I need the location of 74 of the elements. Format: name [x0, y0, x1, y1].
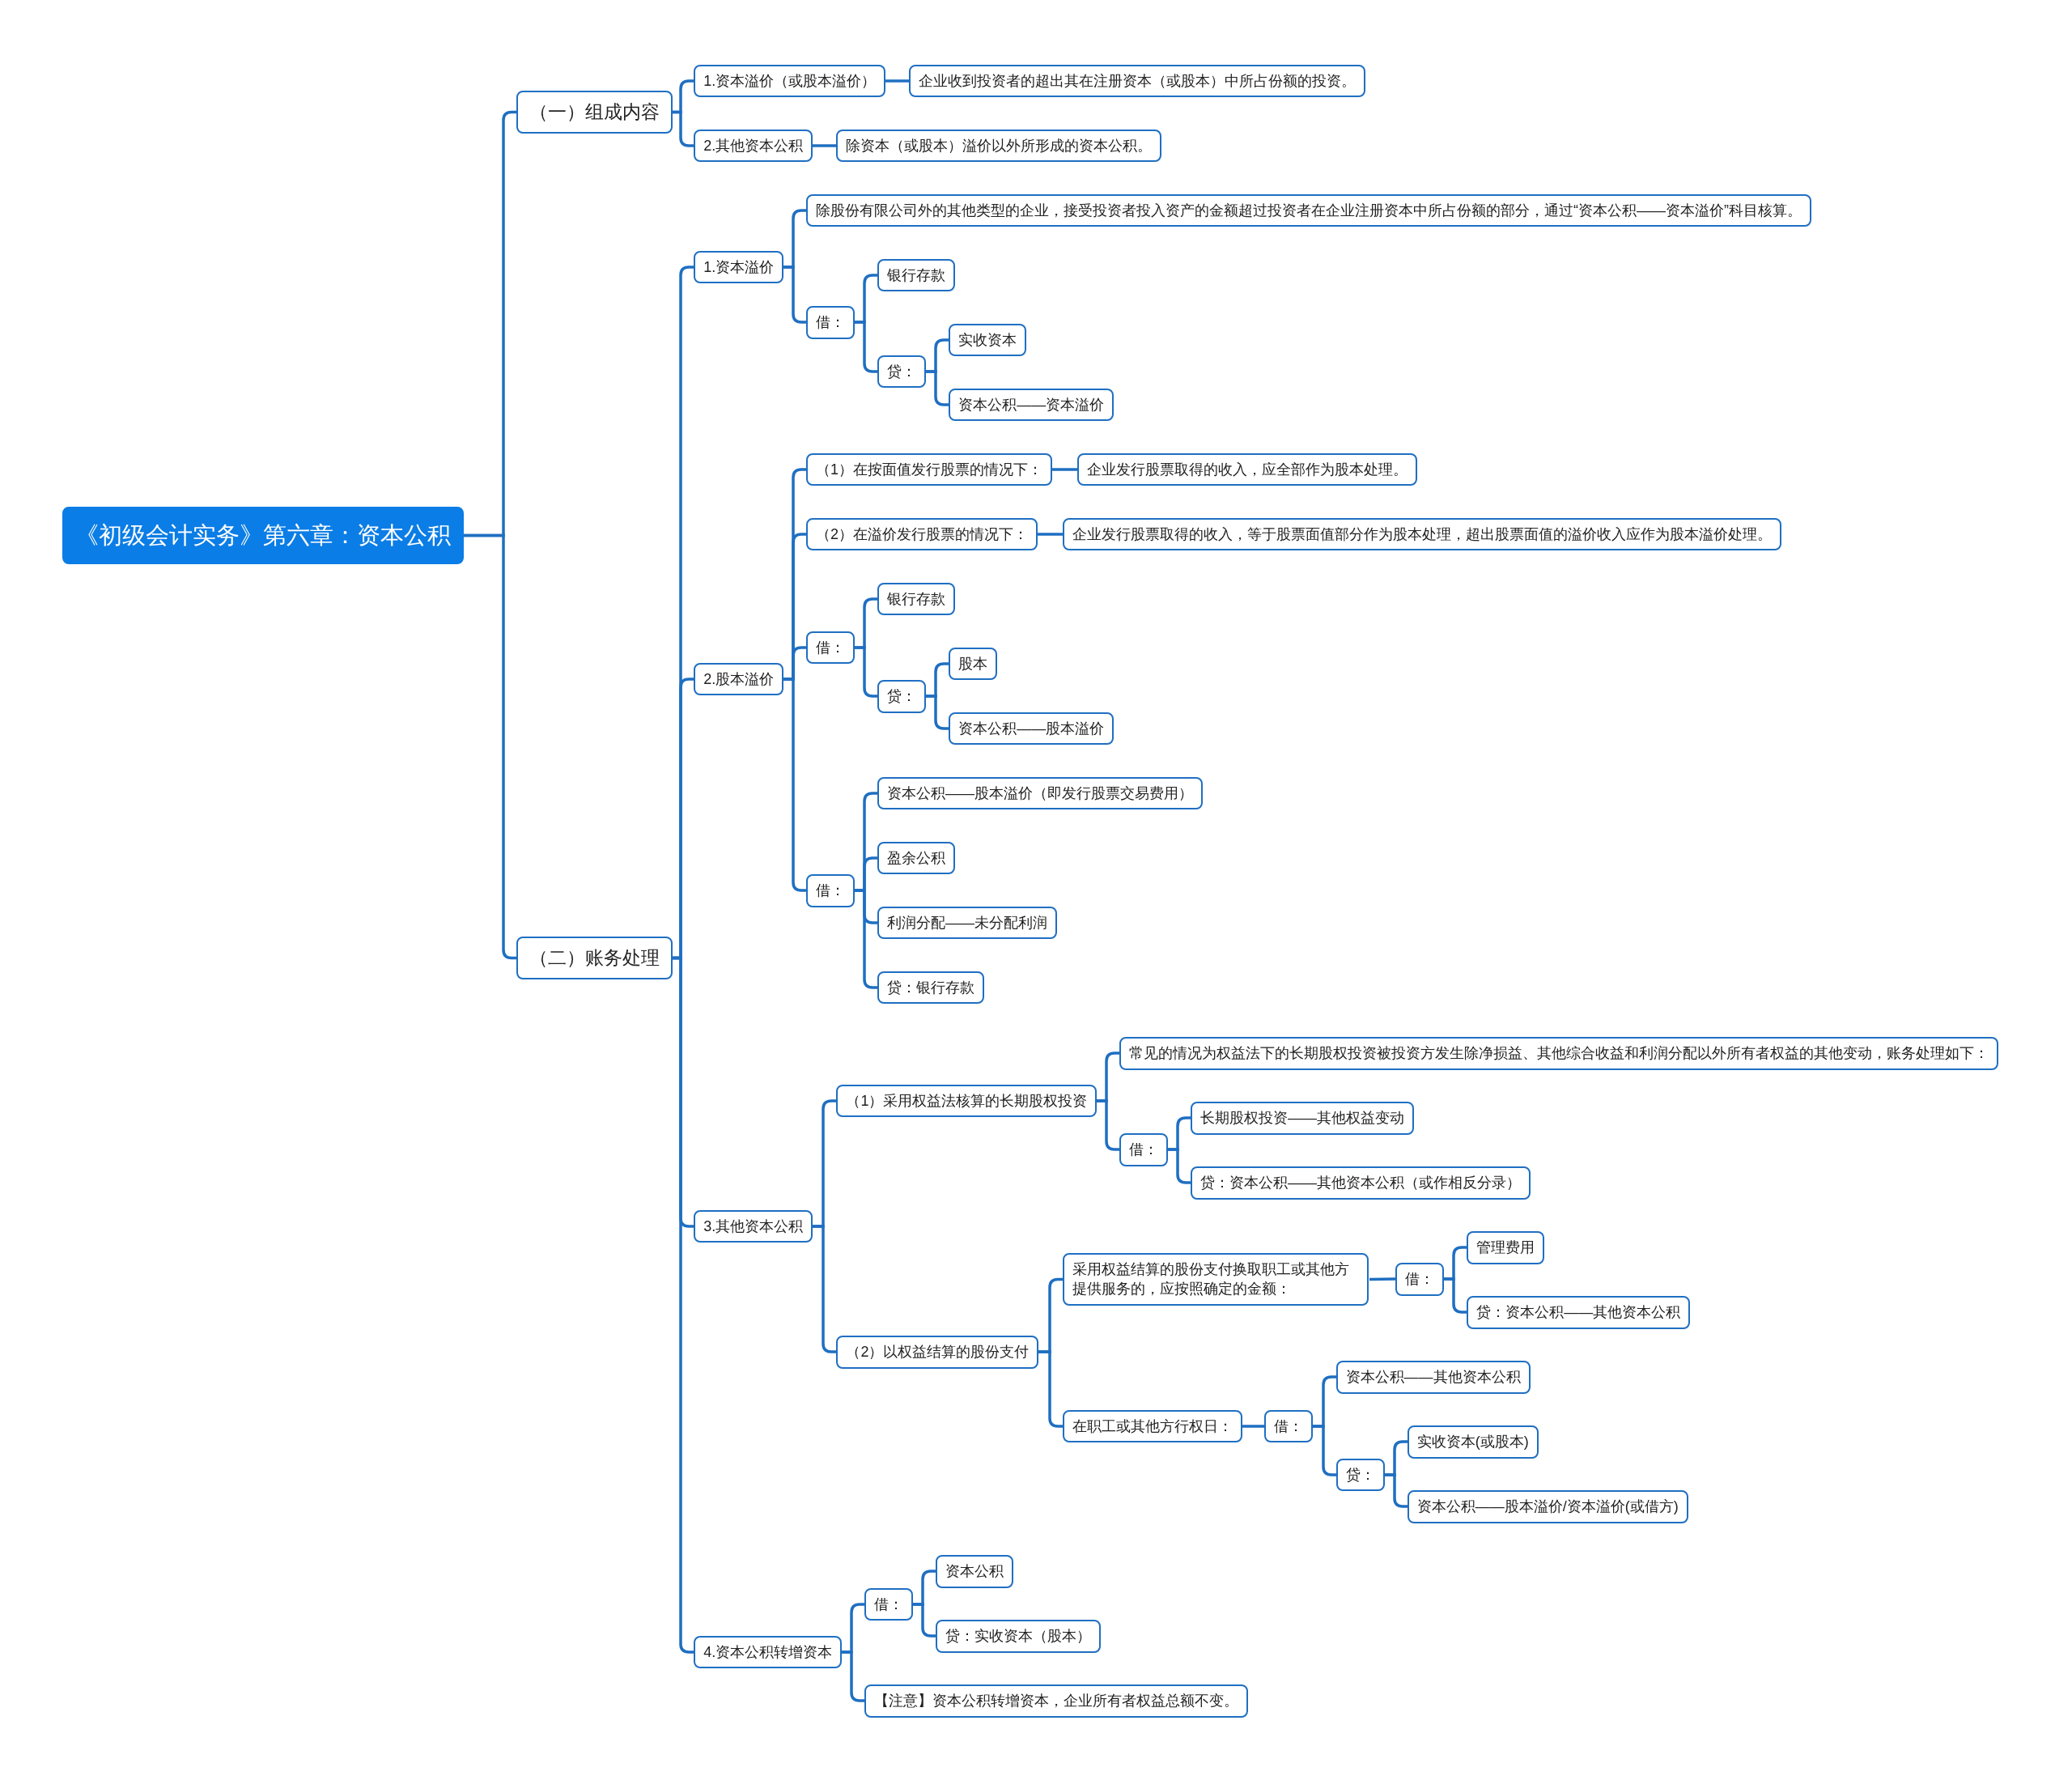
topic-box: 1.资本溢价（或股本溢价）: [694, 64, 886, 97]
connector-line: [1038, 1350, 1063, 1428]
topic-box: 资本公积: [935, 1555, 1013, 1588]
connector-line: [783, 266, 806, 324]
connector-line: [885, 79, 909, 83]
topic-box: （二）账务处理: [516, 937, 673, 980]
connector-line: [1369, 1277, 1396, 1281]
topic-box: 资本公积——其他资本公积: [1335, 1361, 1531, 1394]
connector-line: [813, 1225, 836, 1353]
topic-box: 资本公积——股本溢价（即发行股票交易费用）: [877, 776, 1204, 809]
topic-box: 盈余公积: [877, 841, 956, 874]
topic-box: 在职工或其他方行权日：: [1062, 1409, 1242, 1442]
topic-box: 2.股本溢价: [694, 663, 784, 696]
topic-box: 实收资本(或股本): [1407, 1425, 1539, 1459]
topic-box: 除股份有限公司外的其他类型的企业，接受投资者投入资产的金额超过投资者在企业注册资本中所占份额的部分，通过“资本公积——资本溢价”科目核算。: [805, 193, 1811, 227]
connector-line: [926, 370, 949, 406]
topic-box: 借：: [805, 631, 855, 665]
connector-line: [673, 110, 694, 147]
connector-line: [855, 321, 877, 373]
topic-box: 贷：: [877, 355, 927, 389]
topic-box: 采用权益结算的股份支付换取职工或其他方提供服务的，应按照确定的金额：: [1062, 1252, 1369, 1306]
connector-line: [1038, 533, 1063, 536]
topic-box: （一）组成内容: [516, 91, 673, 134]
topic-box: 借：: [1264, 1409, 1314, 1442]
topic-box: （1）采用权益法核算的长期股权投资: [836, 1085, 1098, 1118]
connector-line: [1052, 468, 1077, 471]
connector-line: [1444, 1277, 1467, 1314]
connector-line: [1385, 1473, 1408, 1508]
connector-line: [1242, 1425, 1264, 1428]
topic-box: 银行存款: [877, 582, 956, 615]
topic-box: 常见的情况为权益法下的长期股权投资被投资方发生除净损益、其他综合收益和利润分配以外所有者权益的其他变动，账务处理如下：: [1119, 1037, 1998, 1070]
topic-box: （1）在按面值发行股票的情况下：: [805, 452, 1052, 486]
root-topic-box: 《初级会计实务》第六章：资本公积: [62, 506, 464, 564]
topic-box: 管理费用: [1467, 1231, 1545, 1264]
topic-box: 贷：资本公积——其他资本公积（或作相反分录）: [1191, 1166, 1531, 1200]
topic-box: 资本公积——股本溢价/资本溢价(或借方): [1407, 1490, 1688, 1523]
topic-box: 贷：实收资本（股本）: [935, 1620, 1101, 1653]
connector-line: [855, 889, 877, 989]
topic-box: （2）在溢价发行股票的情况下：: [805, 517, 1038, 550]
connector-line: [813, 144, 836, 147]
topic-box: 利润分配——未分配利润: [877, 906, 1058, 939]
topic-box: 股本: [949, 647, 998, 680]
topic-box: 4.资本公积转增资本: [694, 1635, 843, 1669]
topic-box: 企业收到投资者的超出其在注册资本（或股本）中所占份额的投资。: [909, 64, 1366, 97]
topic-box: 借：: [864, 1588, 913, 1621]
topic-box: 2.其他资本公积: [694, 129, 813, 162]
topic-box: 长期股权投资——其他权益变动: [1191, 1102, 1414, 1135]
connector-line: [926, 695, 949, 730]
connector-line: [1097, 1099, 1119, 1151]
topic-box: 银行存款: [877, 258, 956, 291]
connector-line: [783, 678, 806, 892]
topic-box: 借：: [1119, 1133, 1168, 1166]
topic-box: 资本公积——资本溢价: [949, 388, 1115, 421]
topic-box: 1.资本溢价: [694, 250, 784, 284]
topic-box: 除资本（或股本）溢价以外所形成的资本公积。: [836, 129, 1162, 162]
topic-box: 借：: [1395, 1263, 1445, 1296]
topic-box: 贷：银行存款: [877, 971, 985, 1004]
topic-box: （2）以权益结算的股份支付: [836, 1336, 1039, 1369]
topic-box: 贷：资本公积——其他资本公积: [1467, 1296, 1691, 1329]
topic-box: 企业发行股票取得的收入，应全部作为股本处理。: [1076, 452, 1417, 486]
connector-line: [1168, 1148, 1191, 1184]
topic-box: 3.其他资本公积: [694, 1210, 813, 1243]
topic-box: 贷：: [877, 680, 927, 713]
connector-line: [1313, 1425, 1336, 1476]
connector-line: [842, 1650, 864, 1702]
topic-box: 贷：: [1335, 1459, 1385, 1492]
topic-box: 企业发行股票取得的收入，等于股票面值部分作为股本处理，超出股票面值的溢价收入应作为股本溢价处理。: [1062, 517, 1781, 550]
connector-line: [913, 1603, 936, 1638]
connector-line: [855, 646, 877, 698]
topic-box: 资本公积——股本溢价: [949, 712, 1115, 745]
topic-box: 【注意】资本公积转增资本，企业所有者权益总额不变。: [864, 1684, 1248, 1718]
topic-box: 实收资本: [949, 323, 1027, 356]
topic-box: 借：: [805, 306, 855, 339]
topic-box: 借：: [805, 874, 855, 907]
